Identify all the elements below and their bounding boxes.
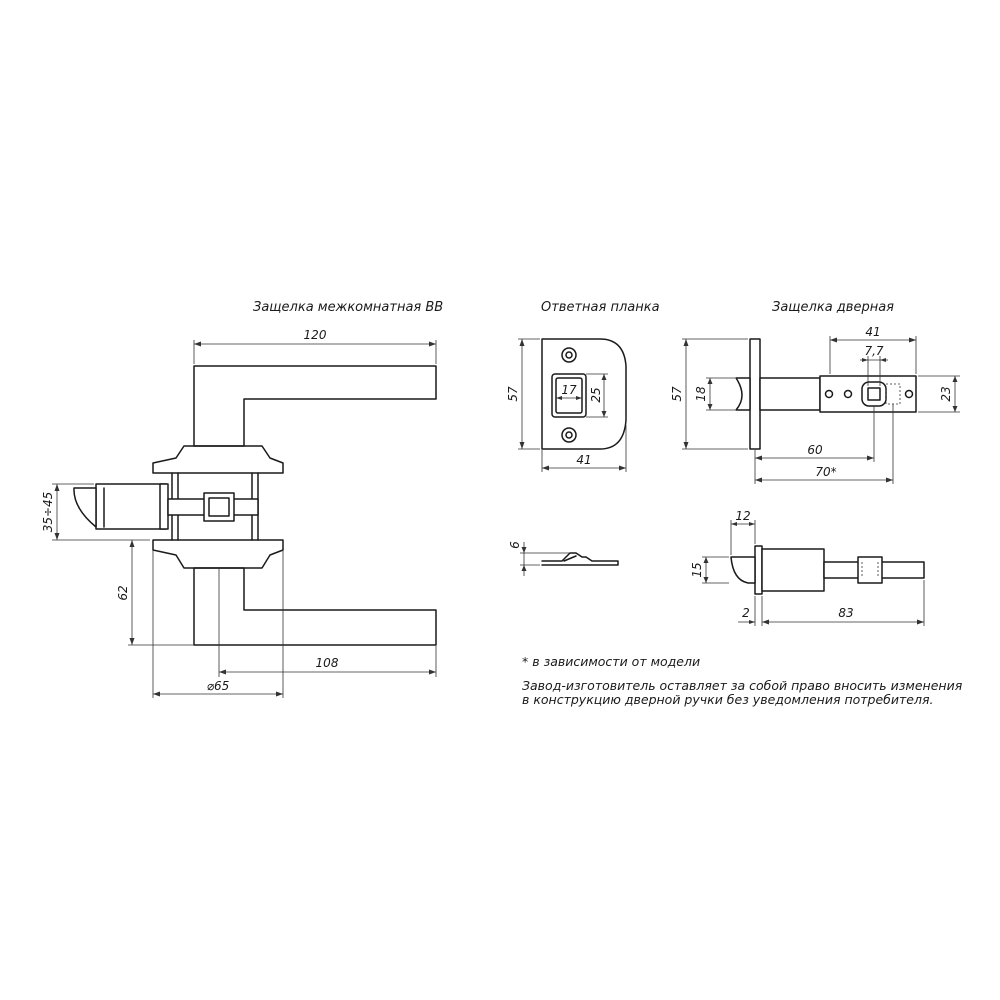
dim-face-thickness: 2: [738, 596, 763, 626]
label-62: 62: [116, 585, 130, 600]
latch-bolt-top: [735, 377, 751, 411]
dim-body-height: 23: [918, 375, 960, 413]
latch-tongue: [73, 487, 97, 528]
body-hole: [843, 389, 853, 399]
dim-rose-diameter: ⌀65: [152, 550, 284, 698]
title-door-latch: Защелка дверная: [772, 300, 894, 315]
door-latch-side: [730, 545, 925, 595]
note-manufacturer-line2: в конструкцию дверной ручки без уведомле…: [522, 692, 933, 707]
body-hole: [824, 389, 834, 399]
dim-latch-height: 35÷45: [41, 483, 150, 541]
spindle-inner: [208, 497, 230, 517]
dim-body-length: 41: [829, 325, 917, 374]
label-17: 17: [561, 383, 577, 397]
dim-bolt-side-height: 15: [690, 556, 729, 584]
screw-hole-top: [561, 347, 577, 363]
dim-plate-width: 41: [541, 425, 627, 472]
lower-lever: [193, 567, 437, 646]
dim-slot-height: 25: [586, 373, 608, 418]
upper-lever: [193, 365, 437, 447]
latch-body: [95, 483, 167, 530]
strike-slot: [551, 373, 587, 418]
body-hole: [904, 389, 914, 399]
label-35-45: 35÷45: [41, 492, 55, 533]
label-12: 12: [735, 509, 750, 523]
latch-faceplate-side: [754, 545, 763, 595]
label-57-plate: 57: [506, 386, 520, 402]
label-18: 18: [694, 386, 708, 402]
dim-rose-offset: 62: [116, 540, 194, 646]
label-120: 120: [304, 328, 327, 342]
latch-faceplate-top: [749, 338, 761, 450]
dim-bolt-height: 18: [694, 377, 735, 411]
lower-rose: [152, 539, 284, 569]
title-strike-plate: Ответная планка: [541, 300, 660, 315]
label-25: 25: [589, 387, 603, 402]
strike-plate-outline: [541, 338, 627, 450]
label-83: 83: [838, 606, 853, 620]
latch-body-front: [759, 377, 821, 411]
label-57-latch: 57: [670, 386, 684, 402]
label-41-plate: 41: [576, 453, 591, 467]
label-23: 23: [939, 386, 953, 401]
handle-assembly: [73, 365, 437, 646]
dim-plate-height: 57: [506, 338, 540, 450]
label-41-body: 41: [865, 325, 880, 339]
strike-slot-inner: [555, 377, 583, 414]
strike-plate-side: 6: [508, 541, 619, 576]
dim-backset-60: 60: [754, 406, 875, 484]
latch-body-side: [761, 548, 825, 592]
spindle-square-hole: [867, 387, 881, 401]
label-108: 108: [316, 656, 339, 670]
label-2: 2: [742, 606, 750, 620]
latch-faceplate: [159, 483, 169, 530]
label-15: 15: [690, 562, 704, 577]
dim-square-size: 7,7: [860, 344, 888, 386]
dim-lever-reach: 108: [218, 568, 437, 677]
label-70: 70*: [815, 465, 836, 479]
note-manufacturer-line1: Завод-изготовитель оставляет за собой пр…: [522, 678, 963, 693]
screw-hole-bottom: [561, 427, 577, 443]
label-65: ⌀65: [207, 679, 230, 693]
upper-rose: [152, 445, 284, 474]
dim-bolt-projection: 12: [730, 509, 756, 555]
dim-handle-length: 120: [193, 328, 437, 364]
note-model: * в зависимости от модели: [522, 654, 700, 669]
dim-total-length: 83: [762, 580, 925, 626]
plate-side-profile: [541, 552, 619, 566]
dim-backset-70: 70*: [755, 404, 894, 484]
title-interior-latch: Защелка межкомнатная ВВ: [253, 300, 443, 315]
dim-slot-width: 17: [556, 383, 582, 400]
latch-bolt-side: [730, 556, 756, 584]
door-latch-top: [735, 338, 917, 450]
label-7-7: 7,7: [864, 344, 883, 358]
label-6: 6: [508, 541, 522, 549]
strike-plate: [541, 338, 627, 450]
dim-latch-face-height: 57: [670, 338, 748, 450]
label-60: 60: [807, 443, 823, 457]
